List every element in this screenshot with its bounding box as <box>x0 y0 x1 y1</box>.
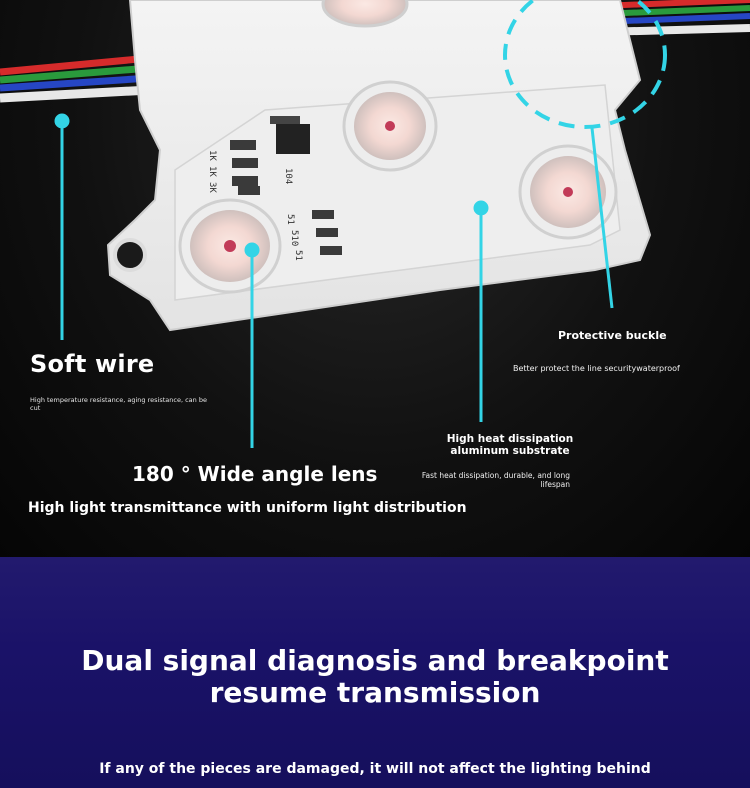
buckle-title: Protective buckle <box>558 329 667 342</box>
pcb-label-r1: 1K <box>207 150 217 161</box>
feature-banner: Dual signal diagnosis and breakpoint res… <box>0 557 750 788</box>
pcb-label-r3: 3K <box>207 182 217 193</box>
soft-wire-title: Soft wire <box>30 350 155 378</box>
buckle-highlight-circle <box>503 0 667 129</box>
led-lens-top <box>321 0 409 28</box>
pcb-label-r4: 51 <box>285 214 295 225</box>
banner-title-line2: resume transmission <box>209 676 541 709</box>
heat-title-line2: aluminum substrate <box>450 445 570 457</box>
buckle-description: Better protect the line securitywaterpro… <box>513 364 680 373</box>
led-lens-center <box>342 80 438 172</box>
buckle-pointer <box>590 127 614 309</box>
heat-title: High heat dissipation aluminum substrate <box>445 433 575 457</box>
pcb-label-r6: 51 <box>293 250 303 261</box>
led-module-illustration: 1K 1K 3K 104 51 510 51 <box>0 0 750 448</box>
pcb-components <box>230 116 342 255</box>
pcb-label-r5: 510 <box>289 230 299 246</box>
wires-left <box>0 54 151 103</box>
pcb-label-r2: 1K <box>207 166 217 177</box>
banner-title-line1: Dual signal diagnosis and breakpoint <box>81 644 669 677</box>
lens-pointer <box>244 242 260 448</box>
led-lens-right <box>518 144 618 240</box>
product-photo: 1K 1K 3K 104 51 510 51 <box>0 0 750 557</box>
banner-title: Dual signal diagnosis and breakpoint res… <box>0 645 750 709</box>
led-lens-left <box>178 198 282 294</box>
heat-pointer <box>473 200 489 422</box>
heat-description: Fast heat dissipation, durable, and long… <box>421 471 570 489</box>
soft-wire-pointer <box>54 113 70 340</box>
lens-title: 180 ° Wide angle lens <box>132 462 378 486</box>
lens-description: High light transmittance with uniform li… <box>28 500 467 516</box>
pcb-label-chip: 104 <box>283 168 293 184</box>
soft-wire-description: High temperature resistance, aging resis… <box>30 396 207 412</box>
heat-title-line1: High heat dissipation <box>446 433 574 445</box>
banner-subtitle: If any of the pieces are damaged, it wil… <box>99 761 651 777</box>
